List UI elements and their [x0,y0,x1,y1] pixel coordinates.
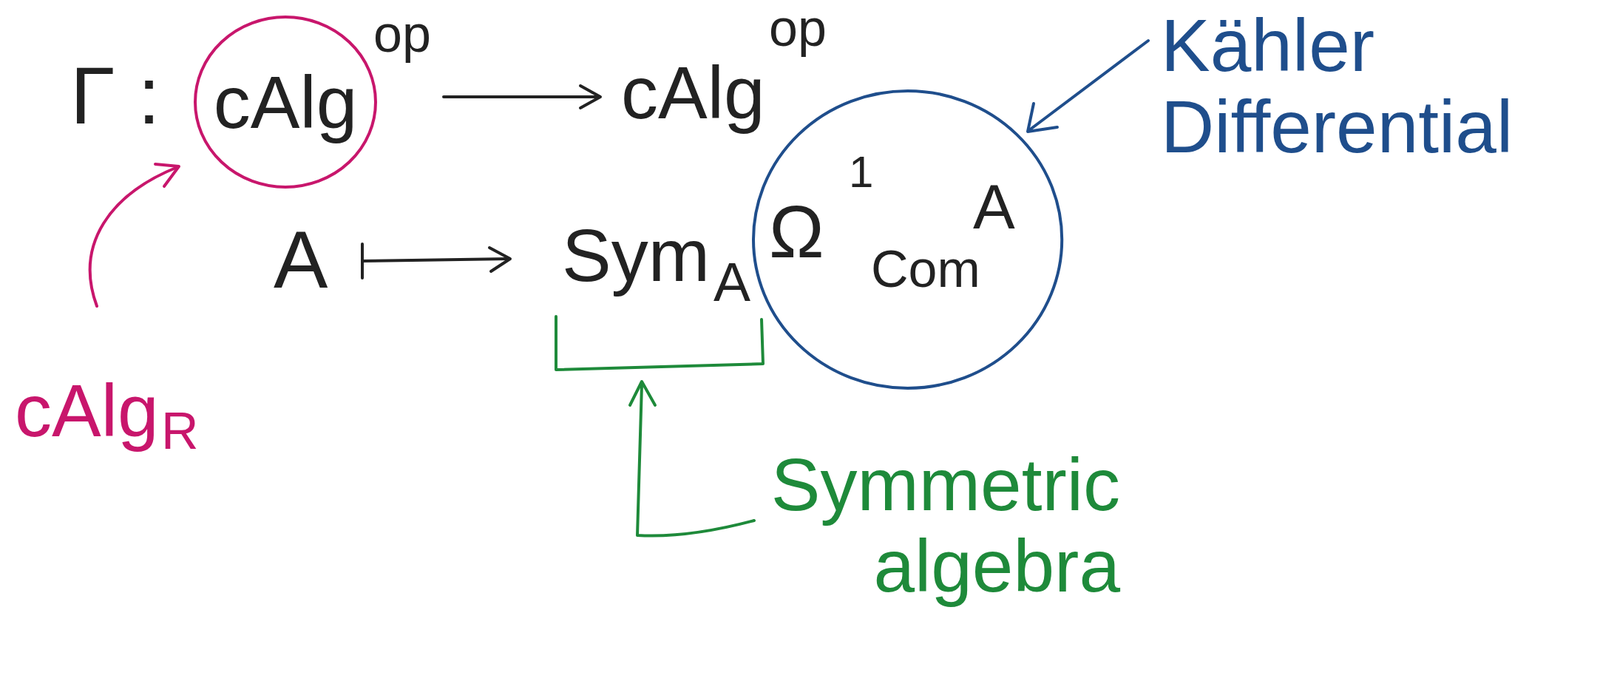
mapsto-arrow [362,258,509,261]
callout-arrow [637,384,755,537]
superscript: op [373,5,432,63]
variable: A [273,214,328,304]
category-name: cAlg [621,51,766,134]
operator-name: Ω [768,190,825,273]
subscript: Com [870,241,981,298]
function-name: Γ : [70,50,161,140]
arrow-head [489,247,511,272]
callout-arrow [1029,40,1149,131]
arrow-head [629,381,656,406]
category-name: cAlg [213,61,358,143]
highlight-circle: cAlg [193,15,378,189]
circle-outline [753,90,1062,389]
variable: A [973,172,1016,242]
arrow-head [1027,103,1058,132]
bracket [556,316,764,370]
operator-name: Sym [561,214,710,296]
highlight-circle: Ω1ComA [751,89,1064,390]
arrow-head [580,85,601,108]
annotation-note: Symmetric algebra [706,443,1121,607]
callout-arrow [90,167,178,307]
subscript: R [161,402,199,460]
arrow-head [155,164,179,187]
annotation-note: Kähler Differential [1160,4,1561,168]
subscript: A [713,251,751,313]
circle-outline [195,17,376,188]
annotation-note: cAlg [14,369,159,452]
superscript: op [768,0,827,57]
superscript: 1 [848,147,874,197]
function-arrow [443,95,599,99]
